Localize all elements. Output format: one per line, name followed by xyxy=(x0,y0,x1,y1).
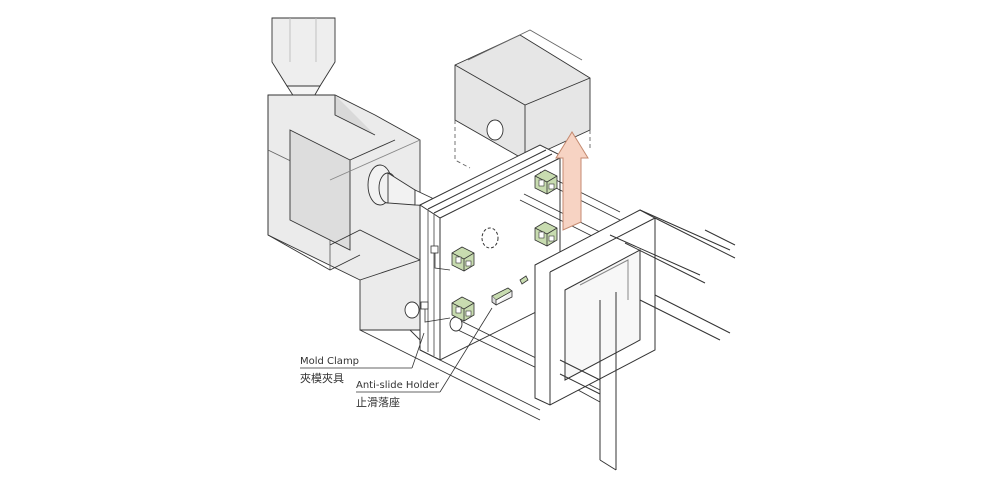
mold-clamp-label-zh: 夾模夾具 xyxy=(300,372,344,385)
anti-slide-holder-label-en: Anti-slide Holder xyxy=(356,380,440,391)
moving-platen xyxy=(534,209,736,471)
machine-base xyxy=(359,329,541,421)
upper-mold-block xyxy=(454,29,591,169)
callout-leaders xyxy=(300,307,493,393)
mold-clamp-label-en: Mold Clamp xyxy=(300,356,359,367)
injection-unit xyxy=(267,94,421,331)
vertical-motion-arrow-icon xyxy=(555,131,589,231)
anti-slide-holder-icon xyxy=(491,275,529,306)
injection-nozzle xyxy=(367,164,433,207)
clamp-cables xyxy=(420,245,451,323)
anti-slide-holder-label-zh: 止滑落座 xyxy=(356,395,400,409)
